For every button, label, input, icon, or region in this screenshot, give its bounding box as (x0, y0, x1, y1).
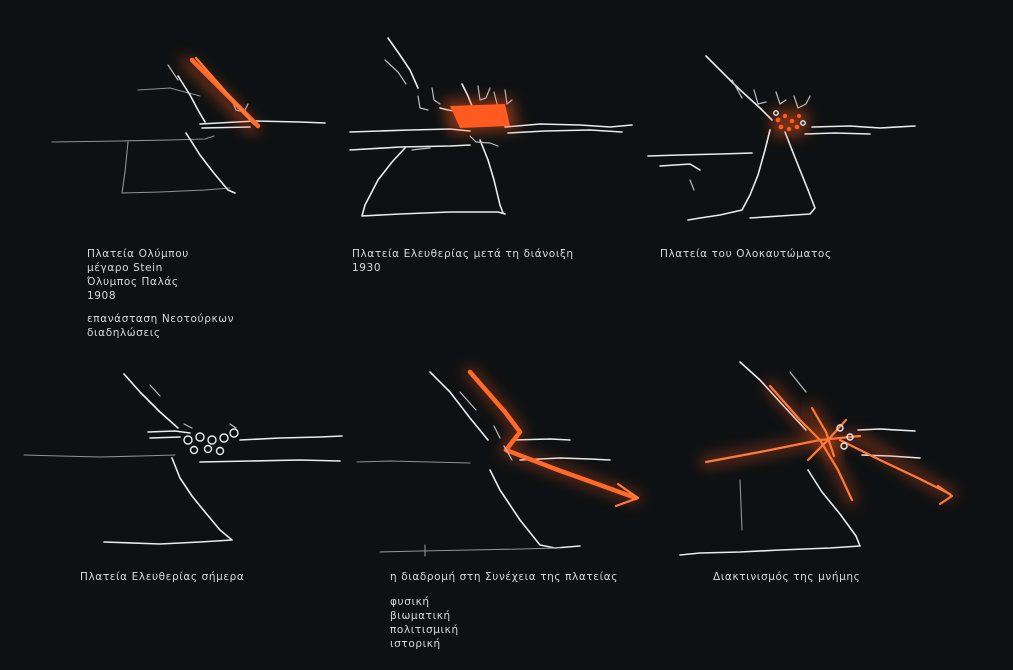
caption-line: 1908 (87, 290, 117, 302)
caption-line: Πλατεία Ελευθερίας σήμερα (80, 571, 245, 583)
note-line: διαδηλώσεις (87, 327, 161, 339)
caption-eleftherias-1930: Πλατεία Ελευθερίας μετά τη διάνοιξη 1930 (352, 247, 574, 275)
note-line: ιστορική (390, 638, 441, 650)
note-line: φυσική (390, 596, 430, 608)
caption-olokaftomatos: Πλατεία του Ολοκαυτώματος (660, 247, 832, 261)
note-line: επανάσταση Νεοτούρκων (87, 313, 235, 325)
note-line: βιωματική (390, 610, 451, 622)
sketch-route (356, 366, 642, 557)
caption-line: Διακτινισμός της μνήμης (713, 571, 861, 583)
caption-line: μέγαρο Stein (87, 262, 163, 274)
caption-line: Πλατεία Ελευθερίας μετά τη διάνοιξη (352, 248, 574, 260)
note-line: πολιτισμική (390, 624, 459, 636)
caption-line: Όλυμπος Παλάς (87, 276, 179, 288)
sketch-memory (679, 361, 956, 556)
sketch-olympou (51, 55, 326, 194)
caption-line: Πλατεία Ολύμπου (87, 248, 189, 260)
caption-eleftherias-today: Πλατεία Ελευθερίας σήμερα (80, 570, 244, 584)
caption-route: η διαδρομή στη Συνέχεια της πλατείας (390, 570, 618, 584)
caption-olympou: Πλατεία Ολύμπου μέγαρο Stein Όλυμπος Παλ… (87, 247, 234, 340)
caption-memory: Διακτινισμός της μνήμης (713, 570, 860, 584)
sketch-eleftherias-1930 (349, 37, 633, 217)
route-qualities: φυσική βιωματική πολιτισμική ιστορική (390, 595, 459, 651)
caption-line: η διαδρομή στη Συνέχεια της πλατείας (390, 571, 619, 583)
caption-line: Πλατεία του Ολοκαυτώματος (660, 248, 832, 260)
sketch-olokaftomatos (647, 55, 916, 221)
sketch-eleftherias-today (23, 373, 343, 545)
caption-line: 1930 (352, 262, 382, 274)
